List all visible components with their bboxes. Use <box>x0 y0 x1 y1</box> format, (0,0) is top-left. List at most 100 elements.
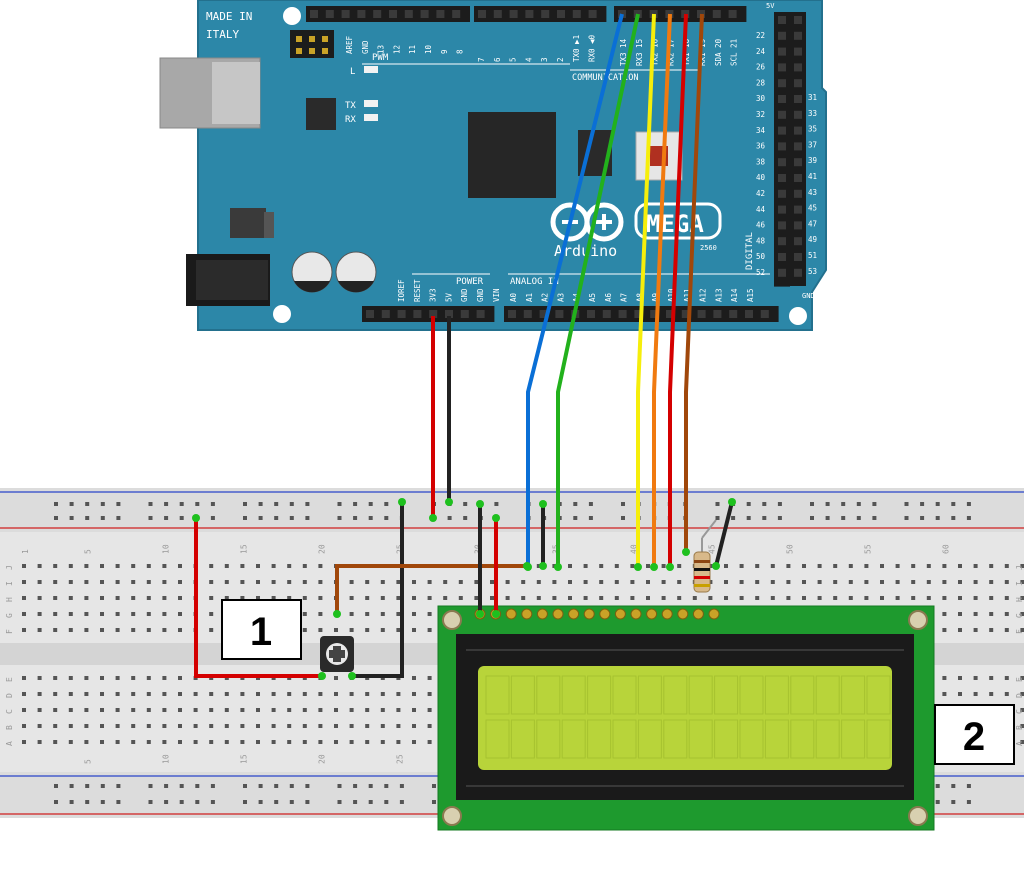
row-letter: D <box>5 693 14 698</box>
digital-pin-label: 53 <box>808 267 817 276</box>
usb-chip <box>306 98 336 130</box>
digital-pin-label: 30 <box>756 94 766 103</box>
column-number: 35 <box>551 544 560 554</box>
digital-pin-label: 51 <box>808 251 817 260</box>
pin-label: 5 <box>509 57 518 62</box>
made-in-line-1: MADE IN <box>206 10 252 23</box>
analog-pin-label: A0 <box>509 292 518 302</box>
analog-pin-label: A10 <box>667 288 676 302</box>
callout-2-box <box>934 704 1015 765</box>
communication-header <box>614 6 747 22</box>
wire-end-dot <box>476 500 484 508</box>
row-letter: A <box>5 741 14 746</box>
row-letter: F <box>1015 629 1024 634</box>
column-number: 5 <box>83 759 92 764</box>
row-letter: C <box>5 709 14 714</box>
wire-blue <box>526 13 624 567</box>
lcd-16x2 <box>437 605 935 831</box>
analog-in-label: ANALOG IN <box>510 277 559 287</box>
mounting-hole <box>283 7 301 25</box>
wire-green <box>556 13 640 567</box>
power-pin-label: GND <box>476 288 485 302</box>
wire-ends <box>192 498 736 680</box>
pin-label: GND <box>361 40 370 54</box>
callout-1: 1 <box>221 599 302 660</box>
power-pin-label: 5V <box>444 292 453 302</box>
wire-end-dot <box>192 514 200 522</box>
pin-label: TX3 14 <box>619 38 628 66</box>
digital-pin-label: 31 <box>808 93 817 102</box>
digital-pin-label: 52 <box>756 268 765 277</box>
pin-label: SDA 20 <box>714 38 723 66</box>
digital-pin-label: 36 <box>756 142 766 151</box>
digital-pin-label: 32 <box>756 110 765 119</box>
pin-label: 8 <box>456 49 465 54</box>
analog-pin-label: A1 <box>525 293 534 302</box>
digital-pin-label: 34 <box>756 126 766 135</box>
digital-pin-label: 39 <box>808 156 817 165</box>
wire-end-dot <box>445 498 453 506</box>
wire-brown <box>684 13 704 552</box>
row-letter: A <box>1015 741 1024 746</box>
wire-end-dot <box>539 562 547 570</box>
column-number: 60 <box>941 544 950 554</box>
digital-pin-label: 38 <box>756 157 766 166</box>
arduino-mega-board: MADE IN ITALY PWM L TX RX COMMUNICATION … <box>159 0 827 331</box>
digital-pin-label: 35 <box>808 125 817 134</box>
column-number: 1 <box>21 549 30 554</box>
jumper-pot-5v <box>194 518 322 678</box>
wire-orange <box>652 13 672 567</box>
power-header <box>362 306 495 322</box>
model-number: 2560 <box>700 244 717 252</box>
column-number: 15 <box>239 754 248 764</box>
analog-pin-label: A6 <box>604 292 613 302</box>
callout-2-label: 2 <box>963 715 985 759</box>
digital-pin-label: 47 <box>808 219 817 228</box>
digital-pin-label: 26 <box>756 63 766 72</box>
digital-header-22-53 <box>774 12 806 287</box>
analog-pin-label: A8 <box>635 292 644 302</box>
column-number: 45 <box>707 544 716 554</box>
digital-pin-label: 45 <box>808 204 817 213</box>
pin-label: RX1 19 <box>698 39 707 66</box>
digital-pin-label: 50 <box>756 252 766 261</box>
wire-end-dot <box>634 563 642 571</box>
callout-1-box <box>221 599 302 660</box>
led-tx <box>364 100 378 107</box>
digital-pin-label: 48 <box>756 236 766 245</box>
top-power-rail <box>0 488 1024 532</box>
analog-pin-label: A13 <box>714 288 723 302</box>
row-letter: B <box>1015 725 1024 730</box>
pin-label: 12 <box>392 45 401 54</box>
wire-end-dot <box>728 498 736 506</box>
column-number: 15 <box>239 544 248 554</box>
analog-pin-label: A3 <box>556 293 565 302</box>
pin-label: 3 <box>540 57 549 62</box>
column-number: 5 <box>83 549 92 554</box>
jumper-pot-gnd <box>352 502 404 678</box>
digital-pin-label: 43 <box>808 188 817 197</box>
column-number: 55 <box>863 544 872 554</box>
column-number: 20 <box>317 754 326 764</box>
voltage-regulator <box>230 208 266 238</box>
arduino-brand-text: Arduino <box>554 242 617 260</box>
row-letter: G <box>5 613 14 618</box>
row-letter: I <box>5 581 14 586</box>
callout-1-label: 1 <box>250 610 272 654</box>
digital-pin-label: 41 <box>808 172 817 181</box>
made-in-line-2: ITALY <box>206 28 239 41</box>
row-letter: D <box>1015 693 1024 698</box>
resistor <box>693 519 717 593</box>
analog-pin-label: A7 <box>620 293 629 302</box>
row-letter: J <box>1015 565 1024 570</box>
header-5v-label: 5V <box>766 2 775 10</box>
column-number: 40 <box>629 544 638 554</box>
pin-label: 13 <box>377 45 386 54</box>
led-label-tx: TX <box>345 101 356 111</box>
wire-end-dot <box>429 514 437 522</box>
pin-label: TX2 16 <box>651 38 660 66</box>
microcontroller-chip <box>468 112 556 198</box>
digital-pin-label: 44 <box>756 205 766 214</box>
pin-label: RX2 17 <box>666 39 675 66</box>
